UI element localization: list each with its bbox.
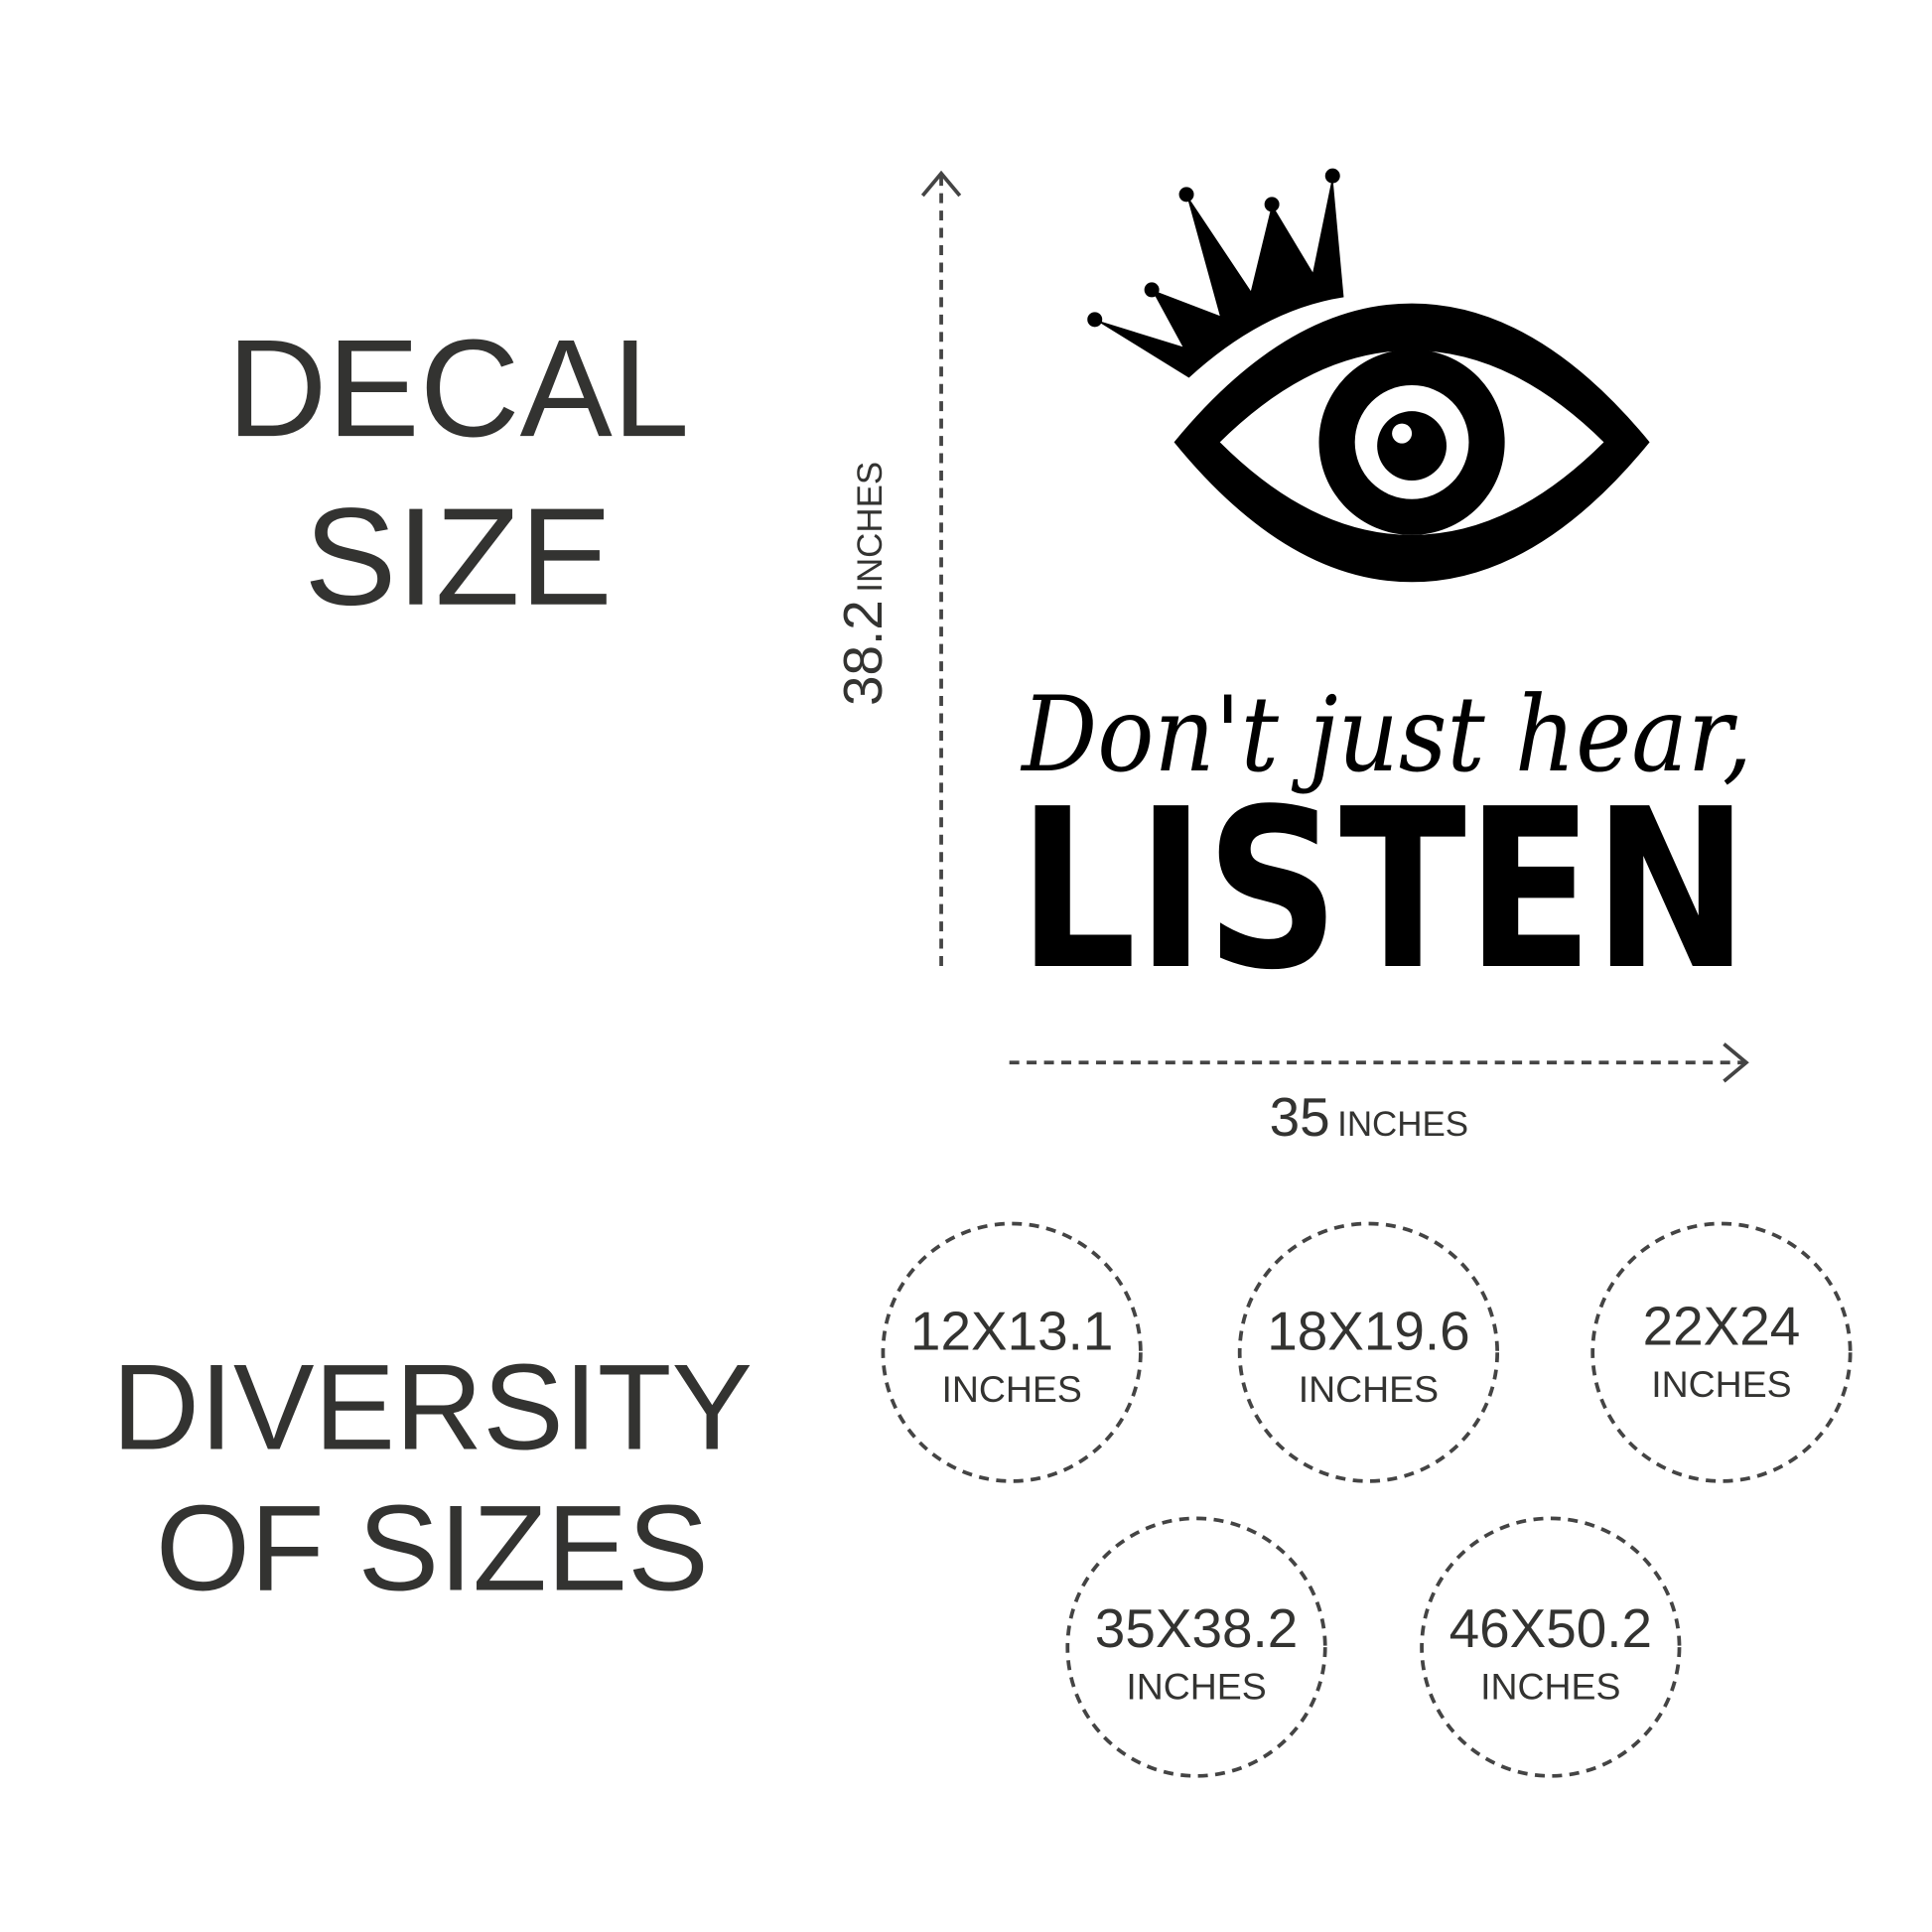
height-arrow	[920, 170, 962, 966]
size-unit: INCHES	[1480, 1665, 1620, 1707]
width-arrow	[1009, 1042, 1749, 1083]
size-option: 22X24 INCHES	[1590, 1221, 1853, 1483]
size-option: 12X13.1 INCHES	[881, 1221, 1143, 1483]
height-label: 38.2 INCHES	[832, 462, 894, 706]
size-option: 18X19.6 INCHES	[1237, 1221, 1500, 1483]
size-value: 18X19.6	[1267, 1301, 1469, 1362]
size-value: 12X13.1	[910, 1301, 1113, 1362]
height-value: 38.2	[832, 600, 894, 706]
size-value: 35X38.2	[1095, 1597, 1298, 1659]
size-unit: INCHES	[1126, 1665, 1266, 1707]
heading-decal: DECAL	[227, 311, 690, 466]
svg-text:38.2INCHES: 38.2 INCHES	[832, 462, 894, 706]
heading-diversity: DIVERSITY	[112, 1339, 753, 1475]
decal-script-text: Don't just hear,	[1020, 674, 1752, 795]
size-value: 22X24	[1643, 1296, 1801, 1357]
size-value: 46X50.2	[1449, 1597, 1652, 1659]
decal-bold-text: LISTEN	[1018, 762, 1748, 1019]
size-unit: INCHES	[1299, 1368, 1439, 1410]
heading-of-sizes: OF SIZES	[156, 1480, 709, 1616]
height-unit: INCHES	[851, 462, 890, 593]
size-option: 35X38.2 INCHES	[1065, 1516, 1327, 1778]
size-option: 46X50.2 INCHES	[1420, 1516, 1682, 1778]
size-unit: INCHES	[941, 1368, 1081, 1410]
heading-size: SIZE	[304, 480, 613, 634]
width-unit: INCHES	[1337, 1105, 1468, 1144]
crowned-eye-icon	[1087, 168, 1650, 583]
size-unit: INCHES	[1651, 1363, 1791, 1405]
width-value: 35	[1270, 1086, 1330, 1148]
